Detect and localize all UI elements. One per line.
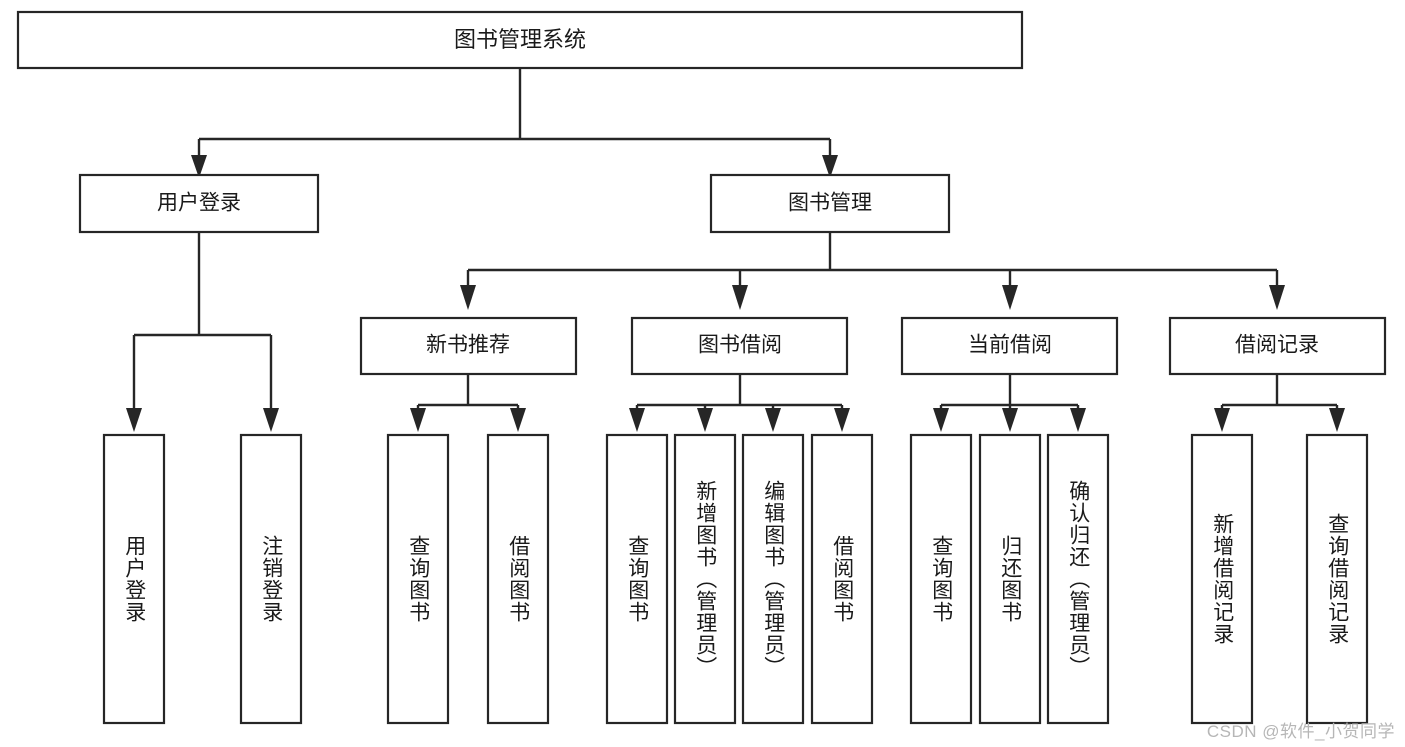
node-current-borrow-label: 当前借阅 bbox=[968, 334, 1052, 357]
arrow-book-borrow-leaf-1 bbox=[629, 408, 645, 432]
leaf-book-borrow-0[interactable] bbox=[605, 433, 669, 725]
arrow-borrow-record-leaf-1 bbox=[1214, 408, 1230, 432]
arrow-new-book-leaf-1 bbox=[410, 408, 426, 432]
node-user-login-label: 用户登录 bbox=[157, 192, 241, 215]
node-user-login[interactable] bbox=[78, 173, 320, 234]
arrow-current-borrow-leaf-2 bbox=[1002, 408, 1018, 432]
node-layer: 图书管理系统 用户登录 图书管理 新书推荐 图书借阅 当前借阅 借阅记录 bbox=[16, 10, 1387, 725]
arrow-to-current-borrow bbox=[1002, 285, 1018, 310]
node-current-borrow[interactable] bbox=[900, 316, 1119, 376]
arrow-to-new-book-recommend bbox=[460, 285, 476, 310]
node-new-book-recommend-label: 新书推荐 bbox=[426, 334, 510, 357]
arrow-borrow-record-leaf-2 bbox=[1329, 408, 1345, 432]
leaf-user-login-1[interactable] bbox=[239, 433, 303, 725]
node-book-borrow[interactable] bbox=[630, 316, 849, 376]
node-book-management-label: 图书管理 bbox=[788, 192, 872, 215]
leaf-book-borrow-2[interactable] bbox=[741, 433, 805, 725]
connector-layer bbox=[126, 68, 1345, 432]
node-new-book-recommend[interactable] bbox=[359, 316, 578, 376]
arrow-user-login-leaf-2 bbox=[263, 408, 279, 432]
leaf-current-borrow-2[interactable] bbox=[1046, 433, 1110, 725]
node-borrow-record-label: 借阅记录 bbox=[1235, 334, 1319, 357]
leaf-borrow-record-1[interactable] bbox=[1305, 433, 1369, 725]
leaf-current-borrow-0[interactable] bbox=[909, 433, 973, 725]
arrow-root-to-user-login bbox=[191, 155, 207, 178]
csdn-watermark: CSDN @软件_小贺同学 bbox=[1206, 722, 1395, 741]
leaf-book-borrow-1[interactable] bbox=[673, 433, 737, 725]
arrow-user-login-leaf-1 bbox=[126, 408, 142, 432]
node-book-borrow-label: 图书借阅 bbox=[698, 334, 782, 357]
node-root-book-management-system[interactable] bbox=[16, 10, 1024, 70]
leaf-borrow-record-0[interactable] bbox=[1190, 433, 1254, 725]
arrow-root-to-book-manage bbox=[822, 155, 838, 178]
arrow-book-borrow-leaf-2 bbox=[697, 408, 713, 432]
arrow-current-borrow-leaf-1 bbox=[933, 408, 949, 432]
arrow-to-borrow-record bbox=[1269, 285, 1285, 310]
arrow-current-borrow-leaf-3 bbox=[1070, 408, 1086, 432]
arrow-book-borrow-leaf-4 bbox=[834, 408, 850, 432]
leaf-book-borrow-3[interactable] bbox=[810, 433, 874, 725]
arrow-new-book-leaf-2 bbox=[510, 408, 526, 432]
node-book-management[interactable] bbox=[709, 173, 951, 234]
leaf-new-book-recommend-0[interactable] bbox=[386, 433, 450, 725]
arrow-book-borrow-leaf-3 bbox=[765, 408, 781, 432]
arrow-to-book-borrow bbox=[732, 285, 748, 310]
node-root-label: 图书管理系统 bbox=[454, 27, 586, 52]
node-borrow-record[interactable] bbox=[1168, 316, 1387, 376]
leaf-new-book-recommend-1[interactable] bbox=[486, 433, 550, 725]
leaf-current-borrow-1[interactable] bbox=[978, 433, 1042, 725]
leaf-user-login-0[interactable] bbox=[102, 433, 166, 725]
